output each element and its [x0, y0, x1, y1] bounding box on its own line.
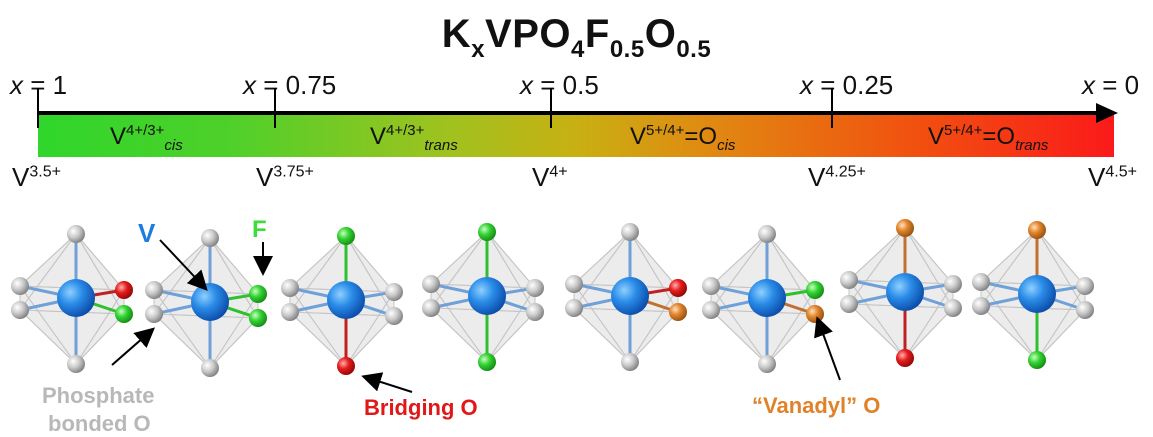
oxidation-state-4: V4+: [532, 162, 568, 192]
oxidation-state-3-5: V3.5+: [12, 162, 61, 192]
atom-fluorine-right-upper: [249, 285, 267, 303]
atom-bridging-right-upper: [669, 279, 687, 297]
atom-fluorine-bottom: [1028, 351, 1046, 369]
tick-x-025: [831, 88, 833, 128]
atom-gray-right-upper: [526, 279, 544, 297]
region-label-trans: V4+/3+trans: [370, 122, 458, 154]
x-label-05: x = 0.5: [520, 70, 599, 100]
atom-gray-top: [201, 229, 219, 247]
region-label-vanadyl-cis: V5+/4+=Ocis: [630, 122, 736, 154]
vanadium-atom: [886, 273, 924, 311]
atom-gray-left-upper: [145, 281, 163, 299]
atom-gray-top: [758, 225, 776, 243]
atom-gray-bottom: [758, 355, 776, 373]
atom-vanadyl-top: [1028, 221, 1046, 239]
atom-gray-left-upper: [840, 271, 858, 289]
phosphate-label-line1: Phosphate: [42, 383, 155, 408]
vanadyl-pointer-arrow: [814, 316, 841, 381]
x-label-1: x = 1: [10, 70, 68, 100]
atom-gray-right-lower: [944, 299, 962, 317]
atom-gray-left-lower: [281, 303, 299, 321]
vanadium-atom: [57, 279, 95, 317]
atom-gray-right-upper: [385, 283, 403, 301]
octahedra-layer: [11, 219, 1094, 377]
vanadyl-oxygen-label: “Vanadyl” O: [752, 393, 881, 418]
atom-gray-left-lower: [422, 299, 440, 317]
atom-fluorine-right-lower: [115, 305, 133, 323]
atom-bridging-bottom: [337, 357, 355, 375]
atom-gray-left-lower: [11, 301, 29, 319]
x-label-0: x = 0: [1082, 70, 1140, 100]
axis-arrowhead: [1096, 103, 1118, 123]
oxidation-gradient-bar: [38, 113, 1114, 157]
oxidation-state-4-25: V4.25+: [808, 162, 866, 192]
atom-gray-right-upper: [944, 275, 962, 293]
vanadium-atom: [327, 281, 365, 319]
atom-vanadyl-right-lower: [669, 303, 687, 321]
phosphate-pointer-arrow: [111, 327, 156, 366]
atom-gray-left-upper: [565, 275, 583, 293]
atom-gray-bottom: [201, 359, 219, 377]
atom-bridging-bottom: [896, 349, 914, 367]
atom-gray-left-upper: [11, 277, 29, 295]
vanadium-atom: [191, 283, 229, 321]
tick-x-1: [37, 88, 39, 128]
atom-gray-left-lower: [972, 297, 990, 315]
vanadium-atom: [748, 279, 786, 317]
atom-fluorine-top: [337, 227, 355, 245]
atom-gray-right-lower: [526, 303, 544, 321]
atom-vanadyl-right-lower: [806, 305, 824, 323]
f-atom-label: F: [252, 216, 267, 243]
atom-gray-left-upper: [422, 275, 440, 293]
vanadium-atom: [468, 277, 506, 315]
atom-fluorine-right-upper: [806, 281, 824, 299]
x-axis-line: [38, 111, 1098, 115]
atom-bridging-right-upper: [115, 281, 133, 299]
atom-gray-left-upper: [972, 273, 990, 291]
v-atom-label: V: [138, 218, 156, 248]
tick-x-05: [550, 88, 552, 128]
atom-gray-left-upper: [702, 277, 720, 295]
diagram-title: KxVPO4F0.5O0.5: [441, 12, 712, 63]
bridging-pointer-arrow: [361, 372, 413, 393]
atom-gray-top: [67, 225, 85, 243]
atom-gray-left-lower: [702, 301, 720, 319]
atom-fluorine-bottom: [478, 353, 496, 371]
bridging-oxygen-label: Bridging O: [364, 395, 478, 420]
oxidation-state-3-75: V3.75+: [256, 162, 314, 192]
atom-gray-bottom: [621, 353, 639, 371]
atom-gray-left-lower: [840, 295, 858, 313]
region-label-vanadyl-trans: V5+/4+=Otrans: [928, 122, 1049, 154]
atom-gray-right-lower: [1076, 301, 1094, 319]
oxidation-state-4-5: V4.5+: [1088, 162, 1137, 192]
v-pointer-arrow: [159, 239, 208, 291]
atom-fluorine-top: [478, 223, 496, 241]
phosphate-label-line2: bonded O: [48, 411, 151, 436]
atom-gray-left-lower: [565, 299, 583, 317]
atom-gray-left-upper: [281, 279, 299, 297]
atom-gray-right-upper: [1076, 277, 1094, 295]
atom-vanadyl-top: [896, 219, 914, 237]
atom-gray-top: [621, 223, 639, 241]
atom-gray-bottom: [67, 355, 85, 373]
vanadium-atom: [611, 277, 649, 315]
tick-x-075: [274, 88, 276, 128]
region-label-cis: V4+/3+cis: [110, 122, 183, 154]
atom-gray-left-lower: [145, 305, 163, 323]
atom-gray-right-lower: [385, 307, 403, 325]
vanadium-atom: [1018, 275, 1056, 313]
atom-fluorine-right-lower: [249, 309, 267, 327]
